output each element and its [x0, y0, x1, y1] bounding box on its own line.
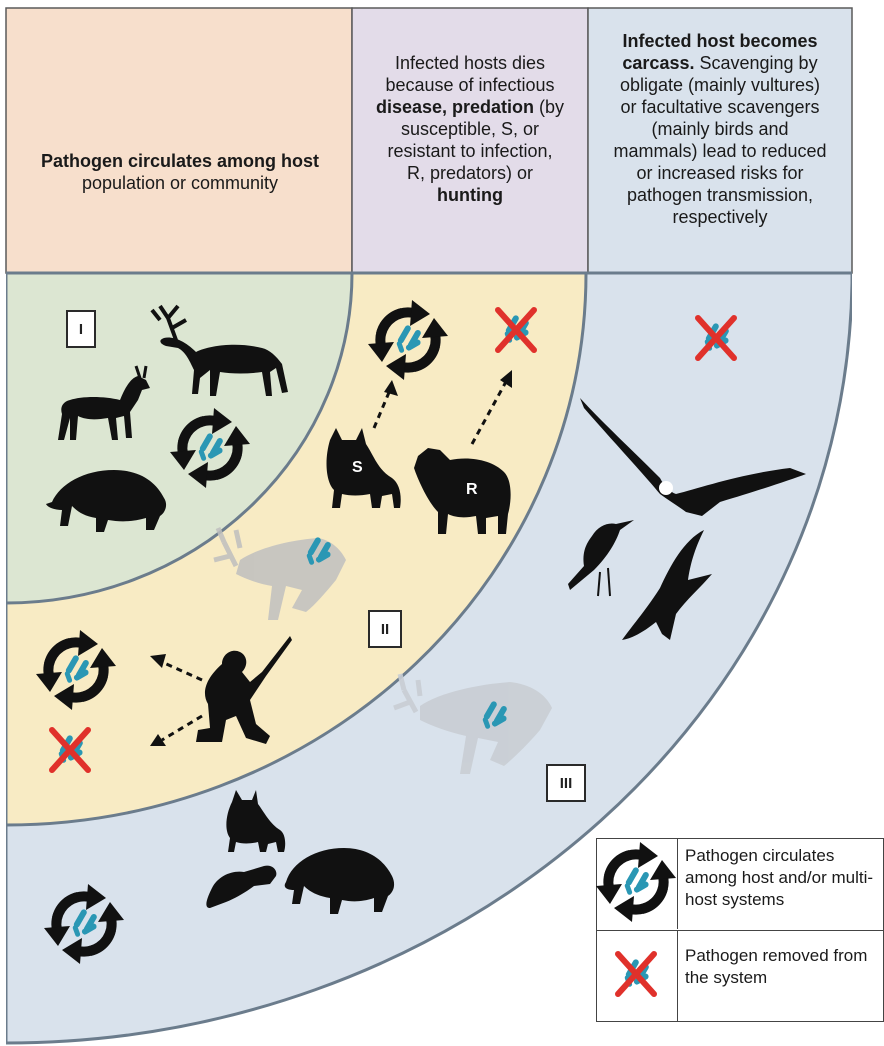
header-carcass-line: Scavenging by [694, 53, 817, 73]
header-death-line: (by [534, 97, 564, 117]
header-death-line: R, predators) or [407, 163, 533, 183]
header-death-bold: hunting [437, 185, 503, 205]
legend-removed-text: Pathogen removed from the system [685, 945, 881, 989]
header-carcass-line: respectively [672, 207, 767, 227]
header-cell-circulation [6, 8, 352, 273]
header-carcass-line: or increased risks for [636, 163, 803, 183]
header-carcass-bold: carcass. [622, 53, 694, 73]
header-carcass-line: obligate (mainly vultures) [620, 75, 820, 95]
legend-icon-cell [597, 931, 678, 1021]
zone-I-label: I [66, 310, 96, 348]
header-circulation-bold: Pathogen circulates among host [41, 151, 319, 171]
legend-circulates-text: Pathogen circulates among host and/or mu… [685, 845, 881, 911]
header-death-line: Infected hosts dies [395, 53, 545, 73]
header-carcass-line: mammals) lead to reduced [613, 141, 826, 161]
header-death-line: susceptible, S, or [401, 119, 539, 139]
legend-icon-cell [597, 839, 678, 929]
header-carcass-line: pathogen transmission, [627, 185, 813, 205]
legend-row-removed: Pathogen removed from the system [597, 930, 883, 1021]
header-carcass-line: (mainly birds and [651, 119, 788, 139]
resistant-label: R [466, 481, 478, 498]
header-death-text: Infected hosts dies because of infectiou… [356, 52, 584, 206]
legend-box: Pathogen circulates among host and/or mu… [596, 838, 884, 1022]
header-death-line: because of infectious [385, 75, 554, 95]
susceptible-label: S [352, 459, 363, 476]
zone-II-label: II [368, 610, 402, 648]
header-carcass-bold: Infected host becomes [622, 31, 817, 51]
zone-III-label: III [546, 764, 586, 802]
header-carcass-text: Infected host becomes carcass. Scavengin… [590, 30, 850, 228]
legend-row-circulates: Pathogen circulates among host and/or mu… [597, 839, 883, 929]
header-circulation-rest: population or community [82, 173, 278, 193]
header-death-line: resistant to infection, [387, 141, 552, 161]
header-circulation-text: Pathogen circulates among host populatio… [14, 150, 346, 194]
header-death-bold: disease, predation [376, 97, 534, 117]
header-carcass-line: or facultative scavengers [620, 97, 819, 117]
